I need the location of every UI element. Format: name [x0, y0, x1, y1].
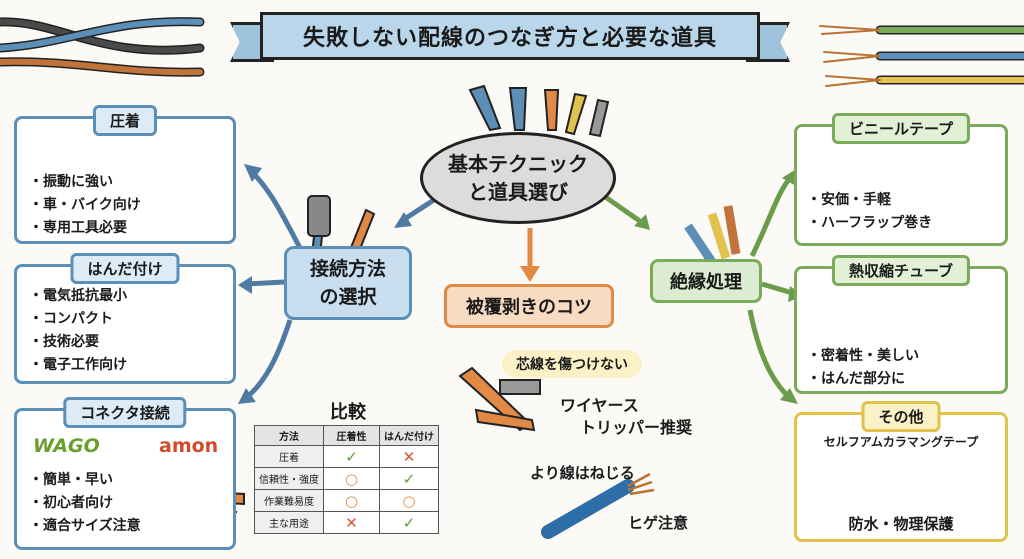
connector-box: コネクタ接続 WAGO amon ・簡単・早い ・初心者向け ・適合サイズ注意 [14, 397, 236, 550]
central-topic: 基本テクニック と道具選び [420, 132, 616, 224]
banner-ribbon: 失敗しない配線のつなぎ方と必要な道具 [260, 12, 760, 60]
vinyl-list: ・安価・手軽 ・ハーフラップ巻き [807, 189, 932, 235]
comparison-row: 圧着 ✓ ✕ [254, 445, 439, 468]
comparison-row: 信頼性・強度 ○ ✓ [254, 467, 439, 490]
comparison-header-solder: はんだ付け [379, 425, 439, 446]
comparison-cell: ○ [323, 467, 380, 490]
heat-shrink-box: 熱収縮チューブ ・密着性・美しい ・はんだ部分に [794, 255, 1008, 394]
comparison-table: 方法 圧着性 はんだ付け 圧着 ✓ ✕ 信頼性・強度 ○ ✓ 作業難易度 ○ ○… [254, 425, 439, 534]
connector-list: ・簡単・早い ・初心者向け ・適合サイズ注意 [29, 469, 141, 538]
other-item-1: セルフアムカラマングテープ [823, 435, 979, 449]
comparison-row-label: 圧着 [254, 445, 324, 468]
stripping-bubble: 芯線を傷つけない [502, 350, 642, 378]
page-title: 失敗しない配線のつなぎ方と必要な道具 [302, 26, 717, 51]
central-topic-line1: 基本テクニック [448, 152, 588, 176]
vinyl-item-2: ・ハーフラップ巻き [807, 215, 933, 231]
crimp-box: 圧着 ・振動に強い ・車・バイク向け ・専用工具必要 [14, 105, 236, 244]
vinyl-tape-tag: ビニールテープ [831, 113, 971, 144]
whisker-tip: ヒゲ注意 [628, 514, 689, 532]
stripped-wire-icon [541, 472, 655, 539]
heat-shrink-tag: 熱収縮チューブ [831, 255, 971, 286]
comparison-cell: ○ [323, 489, 380, 512]
solder-item-3: ・技術必要 [29, 334, 99, 350]
solder-item-1: ・電気抵抗最小 [29, 288, 127, 304]
comparison-row-label: 主な用途 [254, 511, 324, 534]
wires-top-left-icon [0, 17, 205, 77]
crimp-tag: 圧着 [92, 105, 158, 136]
shrink-item-2: ・はんだ部分に [807, 371, 905, 387]
vinyl-tape-box: ビニールテープ ・安価・手軽 ・ハーフラップ巻き [794, 113, 1008, 246]
connector-item-2: ・初心者向け [29, 495, 113, 511]
comparison-cell: ✕ [379, 445, 439, 468]
amon-logo: amon [159, 435, 219, 457]
crimp-item-2: ・車・バイク向け [29, 197, 141, 213]
comparison-row-label: 信頼性・強度 [254, 467, 324, 490]
connection-hub-line1: 接続方法 [309, 258, 386, 280]
comparison-cell: ✓ [379, 467, 439, 490]
vinyl-item-1: ・安価・手軽 [807, 192, 891, 208]
shrink-item-1: ・密着性・美しい [807, 348, 919, 364]
crimp-list: ・振動に強い ・車・バイク向け ・専用工具必要 [29, 171, 141, 240]
connection-method-hub: 接続方法 の選択 [284, 246, 412, 320]
wires-top-right-icon [819, 25, 1024, 87]
connection-hub-line2: の選択 [319, 286, 377, 308]
tools-icon [468, 84, 610, 138]
connector-tag: コネクタ接続 [63, 397, 187, 428]
comparison-row-label: 作業難易度 [254, 489, 324, 512]
solder-item-2: ・コンパクト [29, 311, 113, 327]
comparison-header-row: 方法 圧着性 はんだ付け [254, 425, 439, 446]
wago-logo: WAGO [33, 435, 100, 457]
connector-item-1: ・簡単・早い [29, 472, 113, 488]
title-banner: 失敗しない配線のつなぎ方と必要な道具 [230, 8, 790, 64]
comparison-cell: ✓ [323, 445, 380, 468]
solder-box: はんだ付け ・電気抵抗最小 ・コンパクト ・技術必要 ・電子工作向け [14, 253, 236, 384]
comparison-row: 主な用途 ✕ ✓ [254, 511, 439, 534]
comparison-cell: ✕ [323, 511, 380, 534]
stripper-tool-line2: トリッパー推奨 [580, 418, 693, 437]
solder-item-4: ・電子工作向け [29, 357, 127, 373]
solder-tag: はんだ付け [70, 253, 180, 284]
comparison-row: 作業難易度 ○ ○ [254, 489, 439, 512]
central-topic-line2: と道具選び [468, 180, 568, 204]
stripping-hub: 被覆剥きのコツ [444, 284, 614, 328]
crimp-item-1: ・振動に強い [29, 174, 113, 190]
solder-list: ・電気抵抗最小 ・コンパクト ・技術必要 ・電子工作向け [29, 285, 127, 377]
twist-tip: より線はねじる [530, 464, 635, 482]
cable-icon [684, 205, 741, 265]
comparison-title: 比較 [330, 402, 366, 423]
other-tag: その他 [861, 401, 941, 432]
comparison-header-method: 方法 [254, 425, 324, 446]
connector-item-3: ・適合サイズ注意 [29, 518, 141, 534]
comparison-header-crimp: 圧着性 [323, 425, 380, 446]
crimp-item-3: ・専用工具必要 [29, 220, 127, 236]
other-box: その他 セルフアムカラマングテープ 防水・物理保護 [794, 401, 1008, 542]
insulation-hub: 絶縁処理 [650, 259, 762, 303]
shrink-list: ・密着性・美しい ・はんだ部分に [807, 345, 919, 391]
comparison-cell: ○ [379, 489, 439, 512]
wire-stripper-icon [458, 366, 541, 432]
stripper-tool-line1: ワイヤース [560, 396, 639, 415]
comparison-cell: ✓ [379, 511, 439, 534]
other-item-2: 防水・物理保護 [848, 515, 954, 533]
